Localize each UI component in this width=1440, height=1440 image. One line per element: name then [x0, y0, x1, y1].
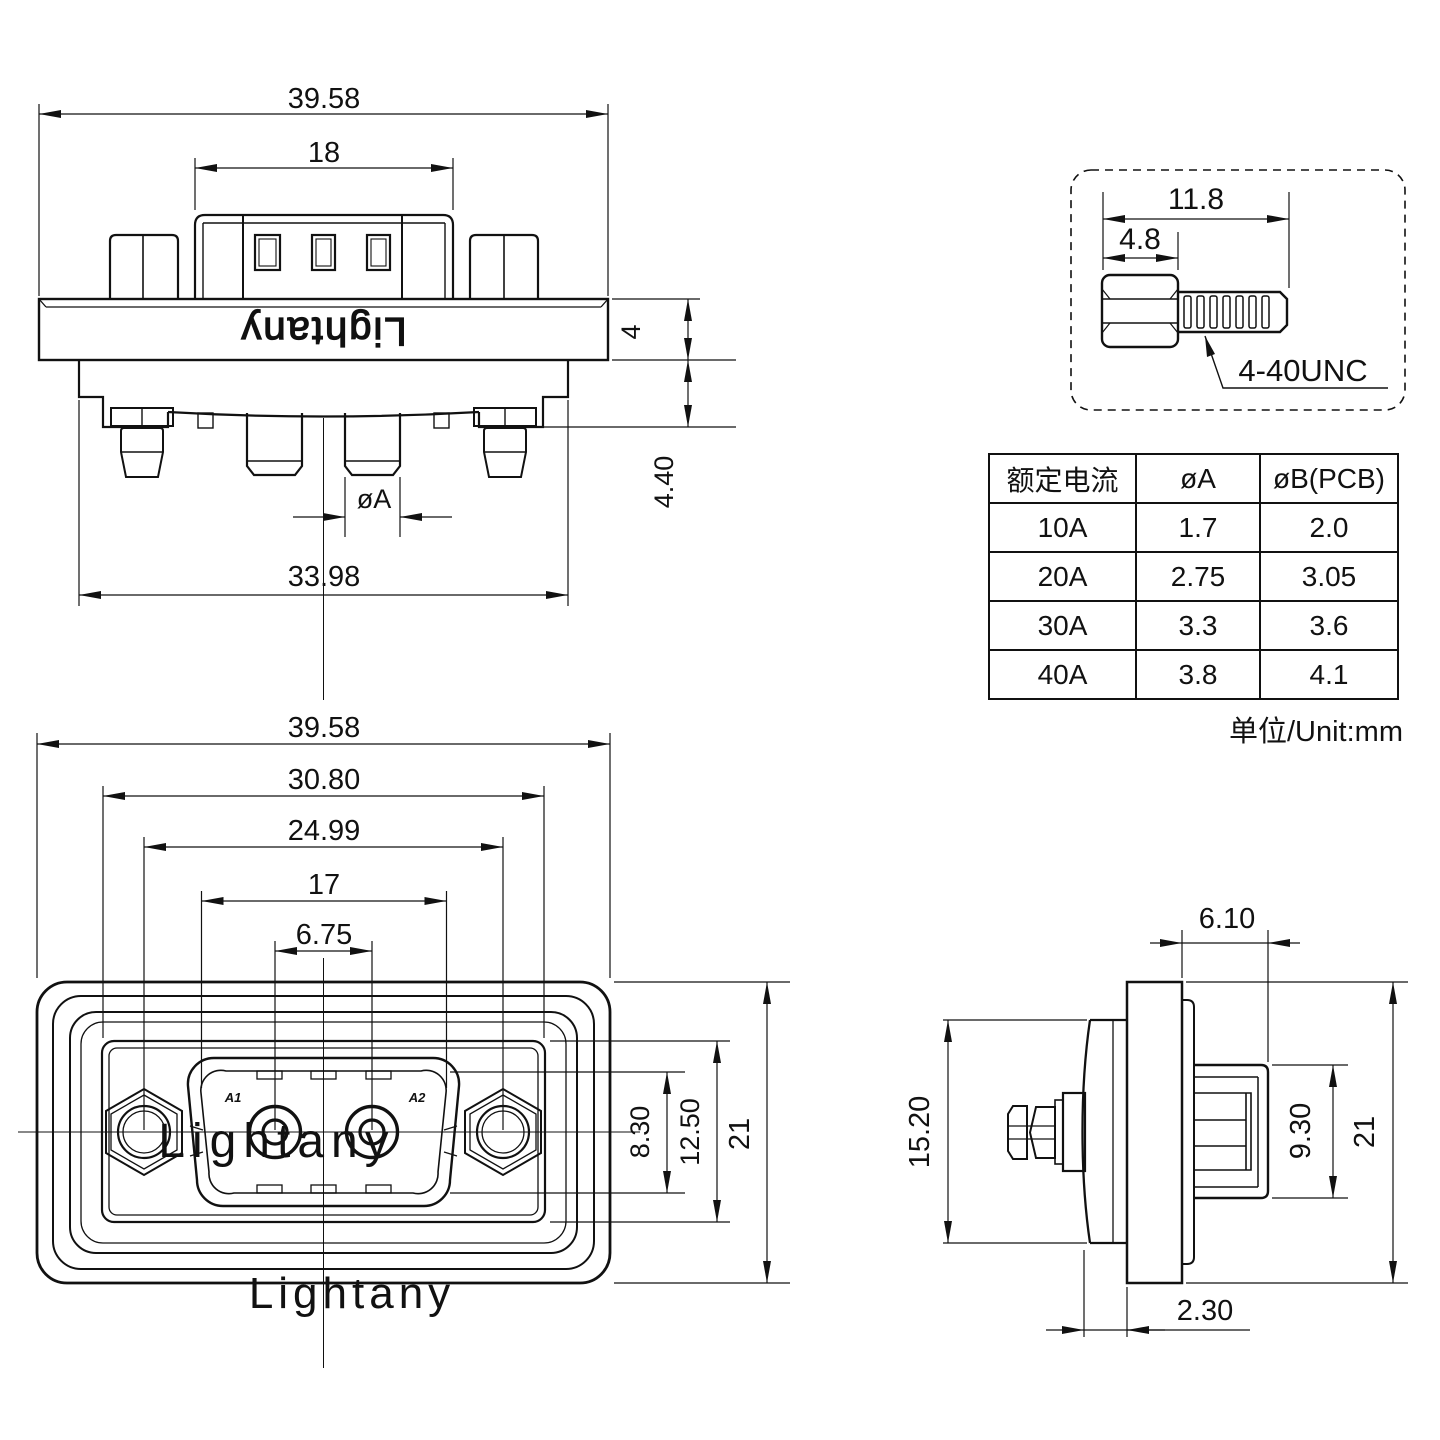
dim-tail: 4.40: [649, 456, 679, 509]
top-view: Lightany 39.58 18 4 4.40 øA 33.98: [37, 83, 736, 700]
cell: 10A: [988, 502, 1137, 553]
table-row: 40A 3.8 4.1: [988, 649, 1399, 700]
dim-side-body-height: 15.20: [904, 1096, 936, 1169]
cell: 2.0: [1259, 502, 1399, 553]
side-gasket: [1182, 999, 1195, 1265]
side-view: 6.10 15.20 9.30 21 2.30: [904, 903, 1408, 1337]
front-view-body-linework: [35, 980, 612, 1285]
cell: 40A: [988, 649, 1137, 700]
contact-a2: [344, 1104, 400, 1160]
watermark: Lightany: [158, 1115, 395, 1168]
cell: 3.3: [1135, 600, 1261, 651]
front-dshell-outer: [186, 1056, 461, 1208]
dim-front-pitch: 6.75: [296, 919, 352, 951]
screwlock-post-left: [108, 233, 180, 299]
top-view-dimension-lines: [38, 104, 736, 700]
front-view: Lightany Lightany: [18, 712, 790, 1368]
cell: 30A: [988, 600, 1137, 651]
screw-hex-body: [1100, 273, 1180, 349]
table-row: 20A 2.75 3.05: [988, 551, 1399, 602]
dim-side-height: 21: [1349, 1116, 1381, 1148]
logo-embossed: Lightany: [239, 309, 406, 353]
side-view-dimension-lines: [943, 930, 1408, 1337]
hex-nut-left: [105, 1087, 183, 1177]
dim-side-shell-height: 9.30: [1285, 1103, 1317, 1159]
dim-front-overall: 39.58: [288, 712, 361, 744]
dim-top-overall: 39.58: [288, 83, 361, 115]
contact-label-a2: A2: [408, 1090, 426, 1105]
side-contact: [1194, 1092, 1252, 1171]
side-flange: [1125, 980, 1184, 1285]
dshell-top: [193, 213, 455, 299]
dim-side-flange-thickness: 2.30: [1177, 1295, 1233, 1327]
dim-front-mount: 24.99: [288, 815, 361, 847]
header-rated-current: 额定电流: [988, 453, 1137, 504]
dim-front-face: 30.80: [288, 764, 361, 796]
side-molded-body: [1090, 1018, 1127, 1245]
cell: 3.6: [1259, 600, 1399, 651]
header-dia-a: øA: [1135, 453, 1261, 504]
table-header-row: 额定电流 øA øB(PCB): [988, 453, 1399, 504]
cell: 3.8: [1135, 649, 1261, 700]
shell-hole: [253, 233, 282, 272]
side-view-body-linework: [1007, 980, 1270, 1285]
front-outer-shell: [35, 980, 612, 1285]
push-pin: [1007, 1105, 1028, 1160]
screw-detail: 11.8 4.8 4-40UNC: [1070, 169, 1406, 411]
dim-screw-total: 11.8: [1168, 183, 1224, 216]
hex-nut-right: [464, 1087, 542, 1177]
dim-screw-hex: 4.8: [1119, 223, 1161, 256]
dim-front-height: 21: [724, 1118, 756, 1150]
side-dshell: [1194, 1063, 1270, 1200]
top-view-body-linework: [37, 213, 610, 478]
table-row: 30A 3.3 3.6: [988, 600, 1399, 651]
cell: 2.75: [1135, 551, 1261, 602]
power-pin-left: [245, 413, 304, 477]
cell: 20A: [988, 551, 1137, 602]
contact-label-a1: A1: [224, 1090, 242, 1105]
thread-label: 4-40UNC: [1238, 353, 1367, 388]
dim-pin-diameter: øA: [357, 484, 392, 514]
front-face-cutout: [100, 1039, 547, 1224]
dim-body-width: 33.98: [288, 561, 361, 593]
cell: 3.05: [1259, 551, 1399, 602]
header-dia-b: øB(PCB): [1259, 453, 1399, 504]
screw-thread-shaft: [1178, 290, 1289, 334]
cell: 4.1: [1259, 649, 1399, 700]
lower-body: [77, 360, 170, 429]
cell: 1.7: [1135, 502, 1261, 553]
watermark-bottom: Lightany: [249, 1269, 455, 1318]
power-pin-right: [343, 413, 402, 477]
front-dshell-inner: [200, 1069, 447, 1195]
dim-front-face-height: 12.50: [675, 1098, 705, 1166]
dim-side-front: 6.10: [1199, 903, 1255, 935]
shell-hole: [310, 233, 337, 272]
flange: [37, 297, 610, 362]
dim-flange-thickness: 4: [616, 324, 646, 339]
spec-table: 额定电流 øA øB(PCB) 10A 1.7 2.0 20A 2.75 3.0…: [988, 453, 1399, 700]
dim-front-shell-height: 8.30: [625, 1106, 655, 1159]
screw-linework: [1100, 192, 1388, 389]
table-row: 10A 1.7 2.0: [988, 502, 1399, 553]
unit-note: 单位/Unit:mm: [1228, 716, 1403, 748]
contact-a1: [247, 1104, 303, 1160]
dim-front-shell: 17: [308, 869, 340, 901]
dim-top-shell: 18: [308, 137, 340, 169]
shell-hole: [365, 233, 392, 272]
detail-callout-box: [1070, 169, 1406, 411]
